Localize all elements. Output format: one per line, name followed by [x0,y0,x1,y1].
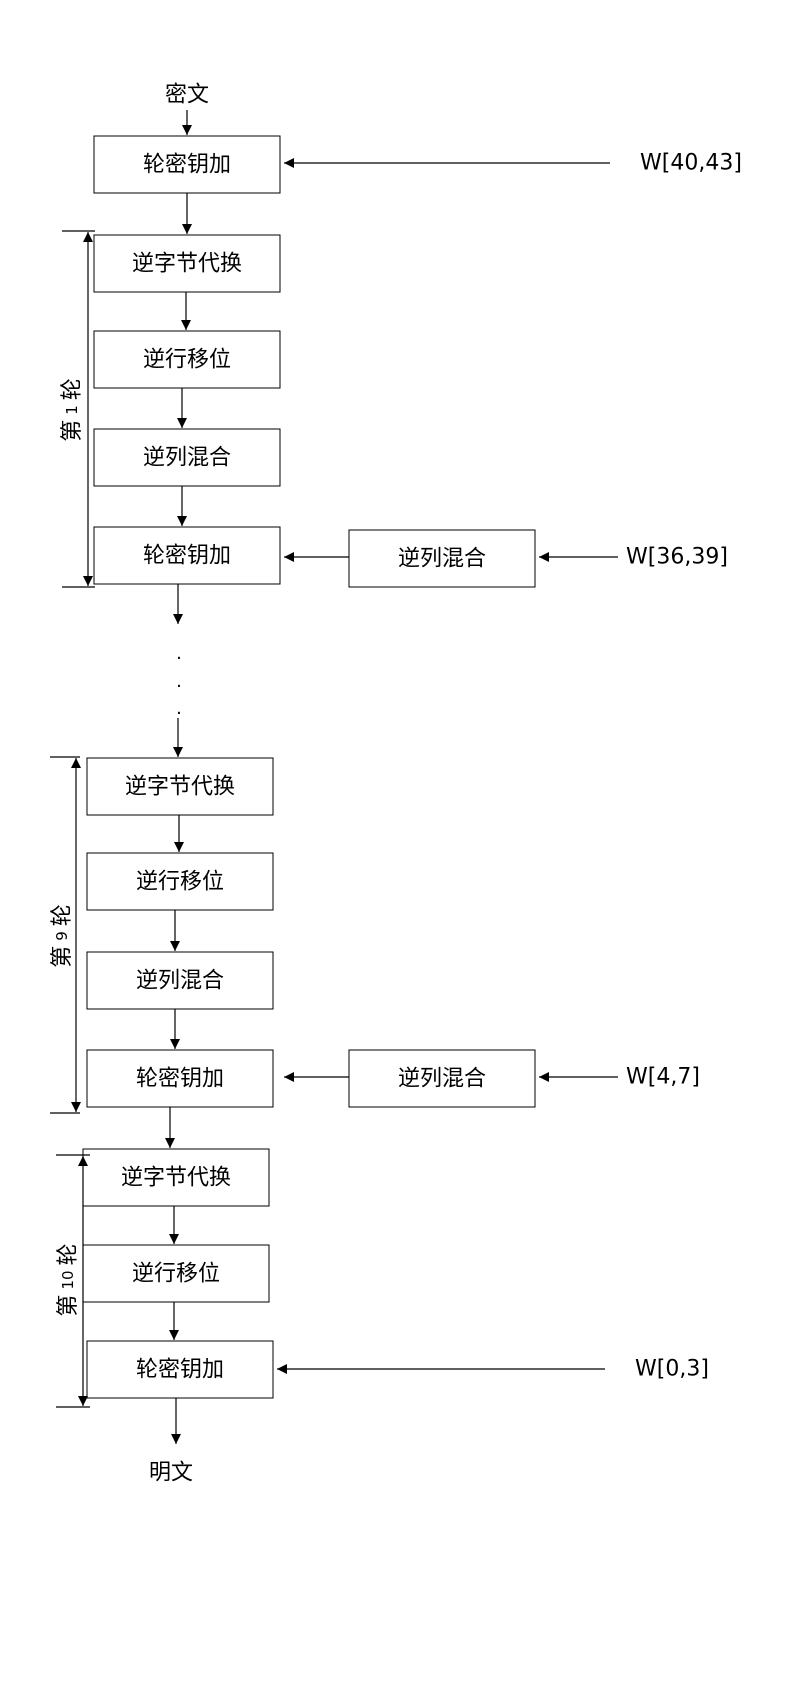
round9-add-round-key-label: 轮密钥加 [136,1067,224,1092]
round1-key-inv-mixcolumns-label: 逆列混合 [398,547,486,572]
round10-inv-subbytes-box [82,1148,270,1207]
round1-inv-mixcolumns-box [93,428,281,487]
round9-add-round-key-box [86,1049,274,1108]
svg-text:第10轮: 第 10 轮 [56,1243,81,1316]
round10-side-label: 第 10 轮 [56,1243,81,1316]
round9-inv-shiftrows-label: 逆行移位 [136,870,224,895]
round9-inv-mixcolumns-label: 逆列混合 [136,969,224,994]
round9-label-suffix: 轮 [50,904,75,926]
plaintext-label: 明文 [149,1461,193,1486]
initial-key-label: W[40,43] [640,151,742,176]
round9-inv-subbytes-box [86,757,274,816]
round1-inv-mixcolumns-label: 逆列混合 [143,446,231,471]
round1-side-label: 第 1 轮 [60,378,85,442]
round1-add-round-key-box [93,526,281,585]
round-9-group: 逆字节代换 逆行移位 逆列混合 轮密钥加 逆列混合 W[4,7] 第 9 轮 [50,756,700,1114]
round-10-group: 逆字节代换 逆行移位 轮密钥加 W[0,3] 第 10 轮 [56,1148,709,1408]
round1-inv-shiftrows-label: 逆行移位 [143,348,231,373]
initial-add-round-key-label: 轮密钥加 [143,153,231,178]
round9-label-prefix: 第 [50,946,75,968]
round10-inv-subbytes-label: 逆字节代换 [121,1166,231,1191]
round10-add-round-key-box [86,1340,274,1399]
round1-label-prefix: 第 [60,420,85,442]
round10-label-suffix: 轮 [56,1243,81,1265]
round1-inv-subbytes-box [93,234,281,293]
round1-label-suffix: 轮 [60,378,85,400]
ellipsis-dot-3: . [176,698,182,719]
round9-key-label: W[4,7] [626,1065,700,1090]
round10-label-number: 10 [59,1270,77,1289]
round9-key-inv-mixcolumns-box [348,1049,536,1108]
round1-key-inv-mixcolumns-box [348,529,536,588]
ellipsis-dot-1: . [176,643,182,664]
round9-inv-shiftrows-box [86,852,274,911]
round9-side-label: 第 9 轮 [50,904,75,968]
round9-inv-subbytes-label: 逆字节代换 [125,775,235,800]
round10-add-round-key-label: 轮密钥加 [136,1358,224,1383]
round9-key-inv-mixcolumns-label: 逆列混合 [398,1067,486,1092]
round10-key-label: W[0,3] [635,1357,709,1382]
round1-inv-subbytes-label: 逆字节代换 [132,252,242,277]
svg-text:第1轮: 第 1 轮 [60,378,85,442]
round1-add-round-key-label: 轮密钥加 [143,544,231,569]
round9-label-number: 9 [53,931,71,941]
ciphertext-label: 密文 [165,83,209,108]
round10-inv-shiftrows-box [82,1244,270,1303]
round1-key-label: W[36,39] [626,545,728,570]
round9-inv-mixcolumns-box [86,951,274,1010]
ellipsis-dot-2: . [176,671,182,692]
round1-inv-shiftrows-box [93,330,281,389]
round10-label-prefix: 第 [56,1295,81,1317]
round10-inv-shiftrows-label: 逆行移位 [132,1262,220,1287]
svg-text:第9轮: 第 9 轮 [50,904,75,968]
round1-label-number: 1 [63,405,81,415]
round-1-group: 逆字节代换 逆行移位 逆列混合 轮密钥加 逆列混合 W[36,39] 第 1 轮 [60,230,728,588]
